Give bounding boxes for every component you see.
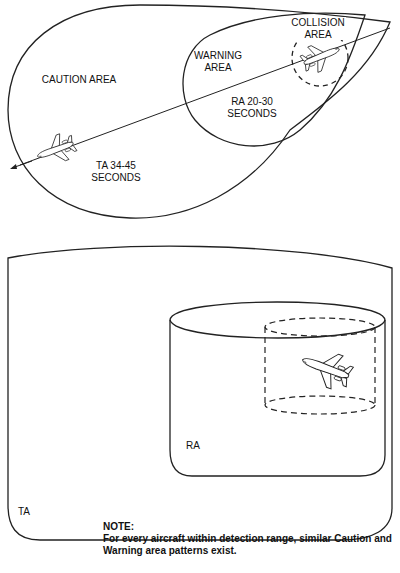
intruder-aircraft <box>33 130 79 169</box>
area-outline <box>8 5 390 218</box>
ra-volume-outline <box>166 292 390 480</box>
note-text: NOTE: <box>103 521 393 533</box>
area-label: RA <box>186 440 210 452</box>
area-label: COLLISION AREA <box>290 17 346 40</box>
area-outline <box>8 246 392 540</box>
area-label: CAUTION AREA <box>34 74 124 86</box>
area-label: WARNING AREA <box>190 50 246 73</box>
area-label: TA <box>18 506 42 518</box>
own-aircraft <box>298 36 344 76</box>
area-label: TA 34-45 SECONDS <box>88 160 144 183</box>
caution-area: CAUTION AREA TA 34-45 SECONDS WARNING AREA… <box>4 2 398 224</box>
track-line <box>20 28 390 165</box>
ta-volume-outline <box>4 238 396 544</box>
area-outline <box>183 13 365 146</box>
ra-volume: RA <box>166 292 390 480</box>
own-aircraft-3d <box>296 343 355 393</box>
note-text: For every aircraft within detection rang… <box>103 533 395 557</box>
arrow-head <box>10 164 17 169</box>
area-label: RA 20-30 SECONDS <box>224 96 280 119</box>
collision-area: COLLISION AREA <box>289 29 351 89</box>
ta-volume: TA RA <box>4 238 396 544</box>
area-outline <box>170 302 385 476</box>
area-outline <box>170 320 385 338</box>
warning-area: WARNING AREA RA 20-30 SECONDS COLLISION AR… <box>176 8 370 158</box>
